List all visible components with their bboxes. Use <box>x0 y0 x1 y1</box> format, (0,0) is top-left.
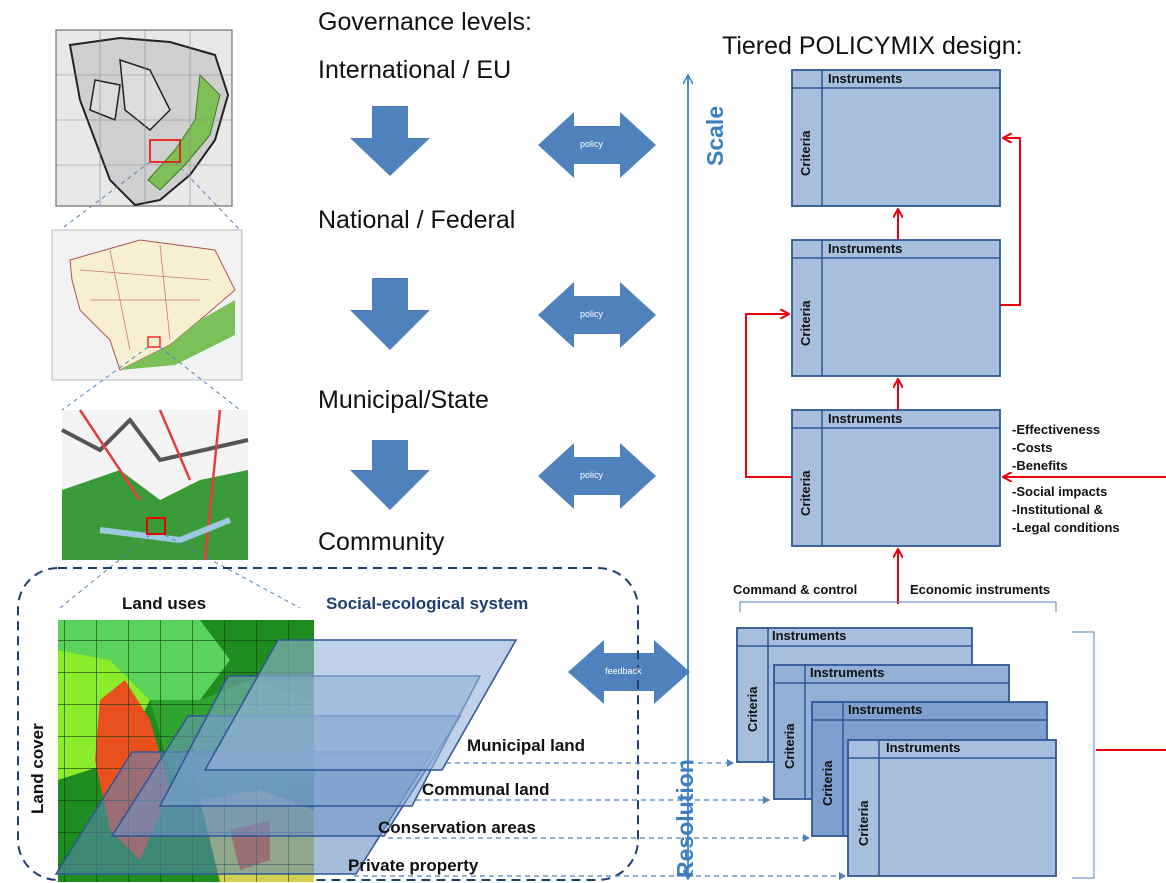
feedback-arrow <box>568 640 690 704</box>
criteria-label-stack-1: Criteria <box>745 686 760 732</box>
instruments-label-stack-3: Instruments <box>848 702 923 717</box>
criteria-label-lower: Criteria <box>798 470 813 516</box>
map-municipal-thumbnail <box>61 409 249 561</box>
policy-arrow-1 <box>538 112 656 178</box>
policy-label-2: policy <box>580 309 604 319</box>
criteria-item-legal: -Legal conditions <box>1012 520 1120 535</box>
down-arrow-2 <box>350 278 430 350</box>
map-state-thumbnail <box>51 229 243 381</box>
instruments-label-stack-2: Instruments <box>810 665 885 680</box>
level-national: National / Federal <box>318 206 516 234</box>
criteria-item-benefits: -Benefits <box>1012 458 1068 473</box>
red-connectors <box>745 138 1166 751</box>
policy-arrow-2 <box>538 282 656 348</box>
layer-private-property: Private property <box>348 856 479 875</box>
level-international: International / EU <box>318 56 512 84</box>
policymix-title: Tiered POLICYMIX design: <box>722 32 1023 60</box>
instruments-label-middle: Instruments <box>828 241 903 256</box>
ses-boundary <box>17 567 639 881</box>
policy-box-lower <box>791 409 1001 547</box>
layer-conservation-areas: Conservation areas <box>378 818 536 837</box>
criteria-item-effectiveness: -Effectiveness <box>1012 422 1101 437</box>
scale-label: Scale <box>702 105 728 166</box>
criteria-label-stack-3: Criteria <box>820 760 835 806</box>
instruments-label-stack-1: Instruments <box>772 628 847 643</box>
criteria-item-costs: -Costs <box>1012 440 1053 455</box>
criteria-item-institutional: -Institutional & <box>1012 502 1103 517</box>
map-brazil-thumbnail <box>55 29 233 207</box>
command-control-label: Command & control <box>733 582 858 597</box>
land-cover-label: Land cover <box>28 723 47 814</box>
policy-box-middle <box>791 239 1001 377</box>
down-arrow-1 <box>350 106 430 176</box>
stacked-box-4 <box>847 739 1057 877</box>
layer-links <box>354 759 846 880</box>
policy-label-1: policy <box>580 139 604 149</box>
resolution-label: Resolution <box>672 759 698 878</box>
feedback-label: feedback <box>605 666 642 676</box>
criteria-label-stack-4: Criteria <box>856 800 871 846</box>
policy-box-top <box>791 69 1001 207</box>
criteria-label-stack-2: Criteria <box>782 723 797 769</box>
criteria-item-social-impacts: -Social impacts <box>1012 484 1108 499</box>
level-community: Community <box>318 528 445 556</box>
land-uses-label: Land uses <box>122 594 207 613</box>
economic-instruments-label: Economic instruments <box>910 582 1051 597</box>
criteria-label-middle: Criteria <box>798 300 813 346</box>
down-arrow-3 <box>350 440 430 510</box>
policy-arrow-3 <box>538 443 656 509</box>
governance-title: Governance levels: <box>318 8 533 36</box>
ses-title: Social-ecological system <box>326 594 529 613</box>
layer-municipal-land: Municipal land <box>467 736 586 755</box>
land-use-layers <box>54 639 518 875</box>
instruments-label-stack-4: Instruments <box>886 740 961 755</box>
criteria-label-top: Criteria <box>798 130 813 176</box>
level-municipal: Municipal/State <box>318 386 489 414</box>
layer-communal-land: Communal land <box>422 780 550 799</box>
policy-label-3: policy <box>580 470 604 480</box>
instruments-label-lower: Instruments <box>828 411 903 426</box>
instruments-label-top: Instruments <box>828 71 903 86</box>
